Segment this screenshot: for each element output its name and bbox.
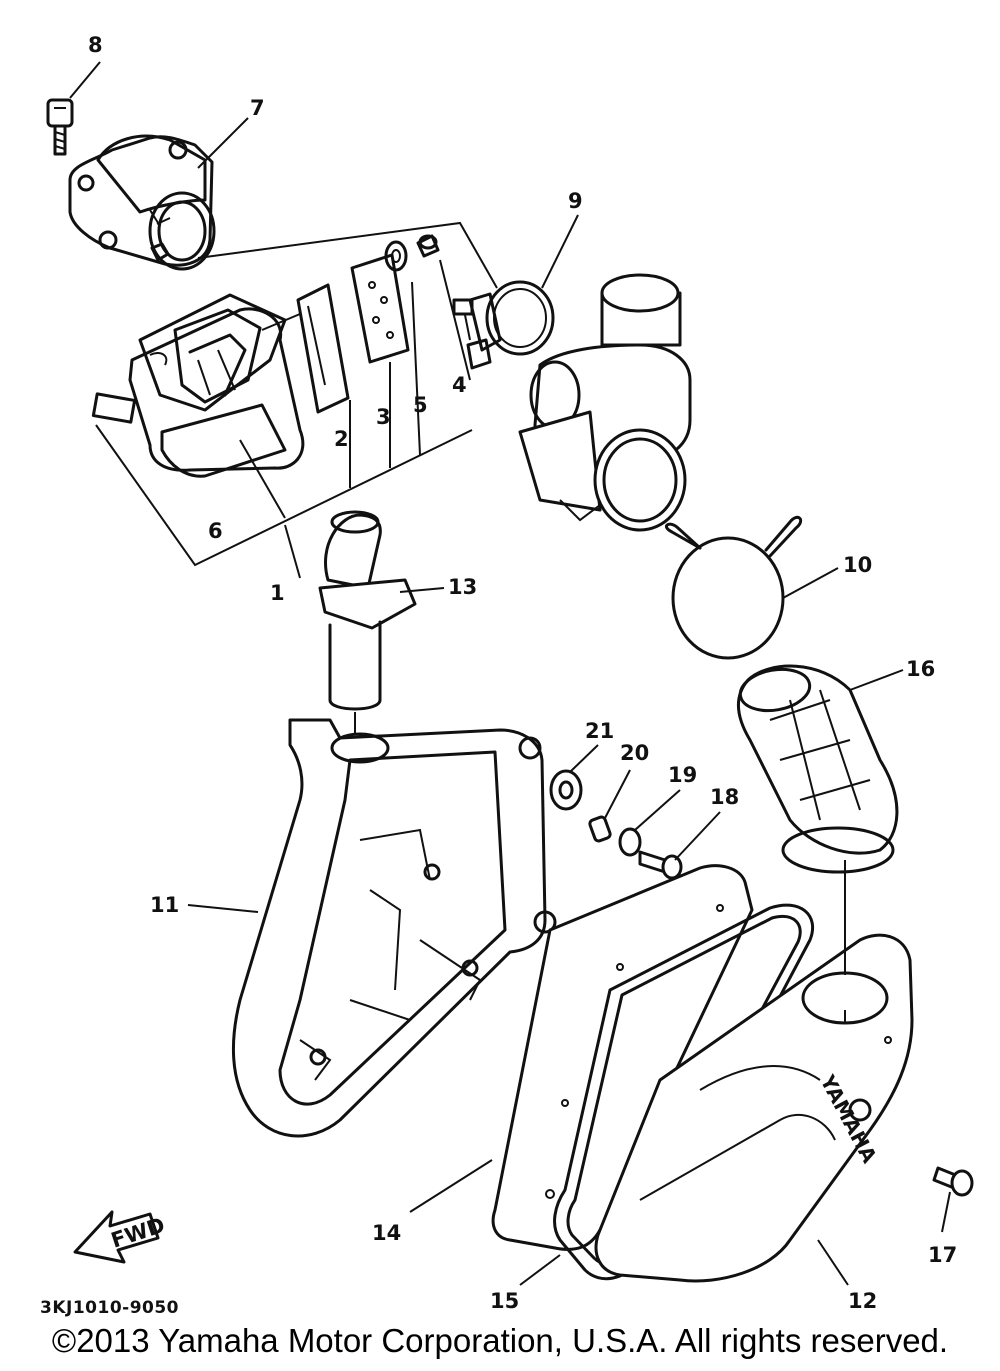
callout-7: 7	[250, 96, 265, 120]
callout-2: 2	[334, 427, 349, 451]
part-7-manifold	[68, 134, 216, 271]
part-2-reed-petal	[296, 283, 350, 414]
copyright-notice: ©2013 Yamaha Motor Corporation, U.S.A. A…	[51, 1322, 949, 1359]
callout-10: 10	[843, 553, 872, 577]
callout-8: 8	[88, 33, 103, 57]
callout-4: 4	[452, 373, 467, 397]
part-5-washer	[384, 240, 408, 272]
callout-19: 19	[668, 763, 697, 787]
reed-assembly-link	[197, 221, 498, 289]
diagram-code: 3KJ1010-9050	[40, 1298, 180, 1318]
part-18-bolt	[638, 850, 683, 880]
part-3-reed-stopper	[350, 253, 410, 364]
callout-13: 13	[448, 575, 477, 599]
part-9-clamp	[452, 280, 555, 370]
callout-16: 16	[906, 657, 935, 681]
part-16-filter-element	[737, 664, 899, 874]
part-10-wire-clip	[665, 515, 803, 660]
part-19-washer	[618, 827, 642, 857]
callout-20: 20	[620, 741, 649, 765]
assembly-bracket-1	[95, 424, 473, 567]
callout-18: 18	[710, 785, 739, 809]
part-11-air-box-case	[232, 718, 557, 1138]
part-13-joint-tube	[318, 510, 417, 711]
part-21-grommet	[549, 769, 583, 811]
part-12-air-box-lid: YAMAHA	[594, 933, 914, 1283]
callout-1: 1	[270, 581, 285, 605]
callout-14: 14	[372, 1221, 401, 1245]
part-4-screw	[416, 234, 440, 258]
fwd-arrow-icon: FWD	[73, 1210, 168, 1264]
part-17-screw	[932, 1166, 974, 1197]
part-1-reed-valve-block	[91, 293, 287, 424]
callout-11: 11	[150, 893, 179, 917]
leader-lines	[69, 61, 951, 1286]
callout-15: 15	[490, 1289, 519, 1313]
part-8-bolt	[46, 98, 74, 156]
carburetor-body	[518, 273, 692, 532]
callout-12: 12	[848, 1289, 877, 1313]
callout-6: 6	[208, 519, 223, 543]
callout-labels: 8 7 9 4 5 3 2 6 1 13 10 16 21 20 19 18 1…	[88, 33, 957, 1313]
callout-17: 17	[928, 1243, 957, 1267]
callout-9: 9	[568, 189, 583, 213]
part-20-collar	[588, 815, 612, 843]
callout-21: 21	[585, 719, 614, 743]
callout-5: 5	[413, 393, 428, 417]
callout-3: 3	[376, 405, 391, 429]
part-6-gasket	[128, 307, 305, 478]
